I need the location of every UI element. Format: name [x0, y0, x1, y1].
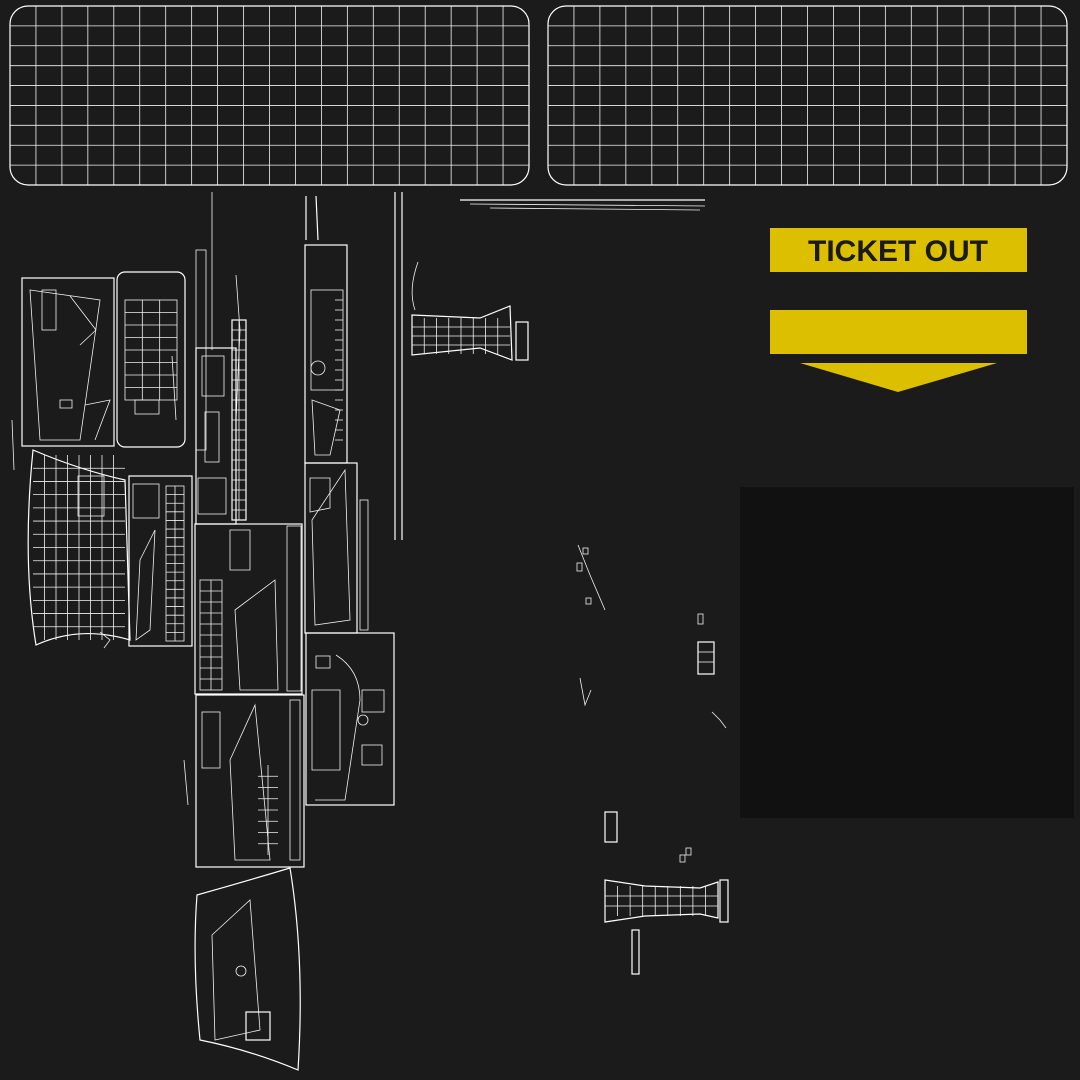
uv-panel-cluster	[11, 244, 395, 1071]
grille-outline-right	[547, 5, 1068, 186]
grille-wireframe-right	[548, 6, 1067, 185]
nozzle-piece-upper	[411, 261, 529, 361]
ticket-out-label: TICKET OUT	[808, 235, 988, 268]
blank-yellow-banner	[770, 310, 1027, 354]
grille-outline-left	[9, 5, 530, 186]
screen-panel	[740, 487, 1074, 818]
strip-pieces	[211, 192, 706, 540]
down-arrow-icon	[800, 363, 997, 392]
ticket-out-sign: TICKET OUT	[770, 228, 1027, 392]
small-fragments	[576, 544, 727, 863]
grille-wireframe-left	[10, 6, 529, 185]
ticket-out-banner	[770, 228, 1027, 272]
nozzle-piece-lower	[604, 811, 729, 975]
